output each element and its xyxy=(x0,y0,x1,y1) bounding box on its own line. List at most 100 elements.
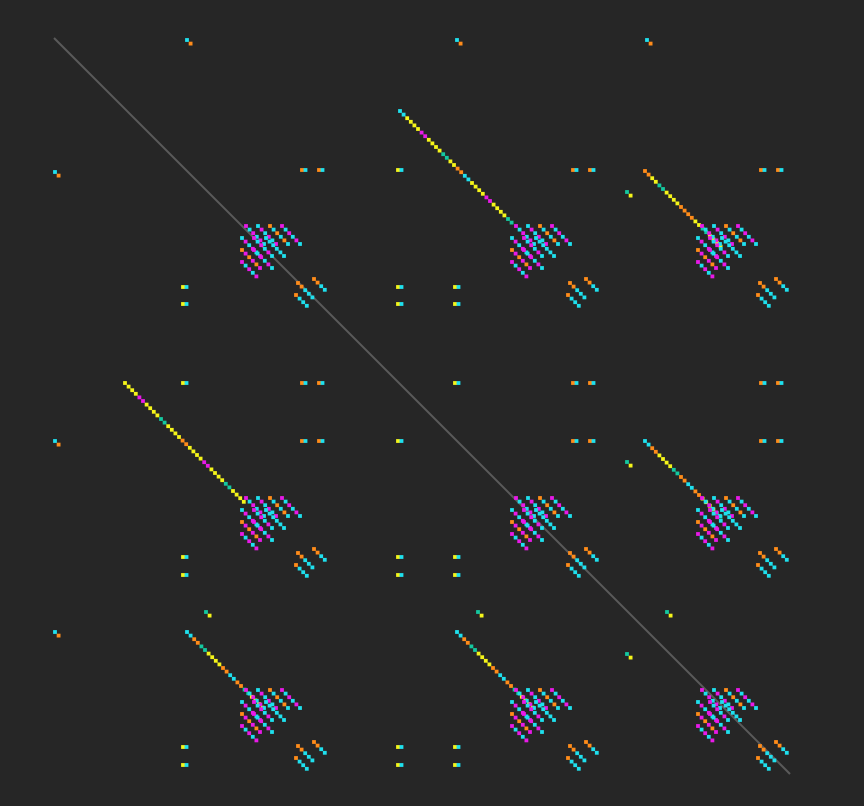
repeat-cluster xyxy=(734,234,739,239)
twin-tick xyxy=(759,381,763,385)
tick-mark xyxy=(625,460,629,464)
tail-diagonal xyxy=(591,747,596,752)
repeat-cluster xyxy=(271,707,276,712)
repeat-cluster xyxy=(550,496,554,500)
twin-tick xyxy=(762,381,767,385)
twin-tick xyxy=(571,439,575,443)
repeat-cluster xyxy=(714,702,719,707)
isolated-dot xyxy=(396,555,400,559)
repeat-cluster xyxy=(513,727,518,732)
repeat-cluster xyxy=(703,499,708,504)
tail-diagonal xyxy=(301,300,306,305)
repeat-cluster xyxy=(529,707,534,712)
isolated-dot xyxy=(453,285,457,289)
repeat-cluster xyxy=(703,267,708,272)
isolated-dot xyxy=(399,573,404,577)
repeat-cluster xyxy=(271,515,276,520)
repeat-diagonal xyxy=(509,684,513,688)
repeat-cluster xyxy=(525,523,530,528)
repeat-cluster xyxy=(529,227,534,232)
isolated-dot xyxy=(181,763,185,767)
tail-diagonal xyxy=(303,288,308,293)
twin-tick xyxy=(320,439,325,443)
repeat-cluster xyxy=(718,514,722,518)
repeat-cluster xyxy=(270,526,274,530)
repeat-cluster xyxy=(513,251,518,256)
repeat-cluster xyxy=(568,242,572,246)
isolated-dot xyxy=(396,285,400,289)
repeat-cluster xyxy=(548,522,553,527)
repeat-diagonal xyxy=(185,630,189,634)
repeat-cluster xyxy=(528,702,533,707)
repeat-cluster xyxy=(696,712,700,716)
repeat-cluster xyxy=(743,503,748,508)
repeat-cluster xyxy=(696,236,700,240)
repeat-cluster xyxy=(703,243,708,248)
repeat-cluster xyxy=(254,698,259,703)
repeat-diagonal xyxy=(195,640,200,645)
repeat-cluster xyxy=(696,260,700,264)
repeat-cluster xyxy=(254,738,259,743)
repeat-cluster xyxy=(746,506,751,511)
repeat-cluster xyxy=(560,698,565,703)
repeat-cluster xyxy=(714,510,719,515)
repeat-cluster xyxy=(517,731,522,736)
repeat-cluster xyxy=(560,234,565,239)
repeat-cluster xyxy=(726,238,731,243)
repeat-cluster xyxy=(711,715,716,720)
repeat-cluster xyxy=(525,251,530,256)
repeat-cluster xyxy=(710,738,715,743)
repeat-cluster xyxy=(256,224,260,228)
repeat-cluster xyxy=(718,530,723,535)
tail-diagonal xyxy=(784,557,789,562)
tail-diagonal xyxy=(576,766,581,771)
repeat-cluster xyxy=(290,698,295,703)
isolated-dot xyxy=(453,555,457,559)
repeat-cluster xyxy=(254,234,259,239)
repeat-diagonal xyxy=(444,155,449,160)
repeat-cluster xyxy=(699,523,704,528)
repeat-cluster xyxy=(250,270,255,275)
repeat-diagonal xyxy=(689,485,694,490)
repeat-cluster xyxy=(536,506,541,511)
repeat-cluster xyxy=(517,707,522,712)
repeat-diagonal xyxy=(679,205,683,209)
repeat-cluster xyxy=(524,546,529,551)
tail-diagonal xyxy=(759,759,764,764)
repeat-diagonal xyxy=(643,439,647,443)
repeat-cluster xyxy=(247,539,252,544)
repeat-diagonal xyxy=(477,188,482,193)
twin-tick xyxy=(591,168,596,172)
tail-diagonal xyxy=(582,565,587,570)
repeat-diagonal xyxy=(487,662,492,667)
repeat-cluster xyxy=(255,239,260,244)
tail-diagonal xyxy=(759,296,764,301)
repeat-cluster xyxy=(731,503,736,508)
repeat-cluster xyxy=(734,714,739,719)
repeat-cluster xyxy=(262,530,267,535)
repeat-cluster xyxy=(267,239,272,244)
repeat-diagonal xyxy=(241,499,246,504)
repeat-cluster xyxy=(513,263,518,268)
repeat-diagonal xyxy=(228,673,233,678)
repeat-diagonal xyxy=(192,637,197,642)
tail-diagonal xyxy=(312,547,316,551)
repeat-cluster xyxy=(711,251,716,256)
tail-diagonal xyxy=(584,740,588,744)
repeat-cluster xyxy=(286,706,290,710)
tick-mark xyxy=(645,38,649,42)
repeat-cluster xyxy=(270,718,274,722)
twin-tick xyxy=(588,381,592,385)
isolated-dot xyxy=(396,168,400,172)
repeat-cluster xyxy=(715,499,720,504)
repeat-diagonal xyxy=(130,388,135,393)
repeat-cluster xyxy=(244,224,248,228)
tail-diagonal xyxy=(312,740,316,744)
repeat-diagonal xyxy=(213,471,217,475)
isolated-dot xyxy=(453,745,457,749)
repeat-cluster xyxy=(727,691,732,696)
repeat-cluster xyxy=(722,234,727,239)
repeat-diagonal xyxy=(437,148,442,153)
repeat-diagonal xyxy=(198,456,203,461)
